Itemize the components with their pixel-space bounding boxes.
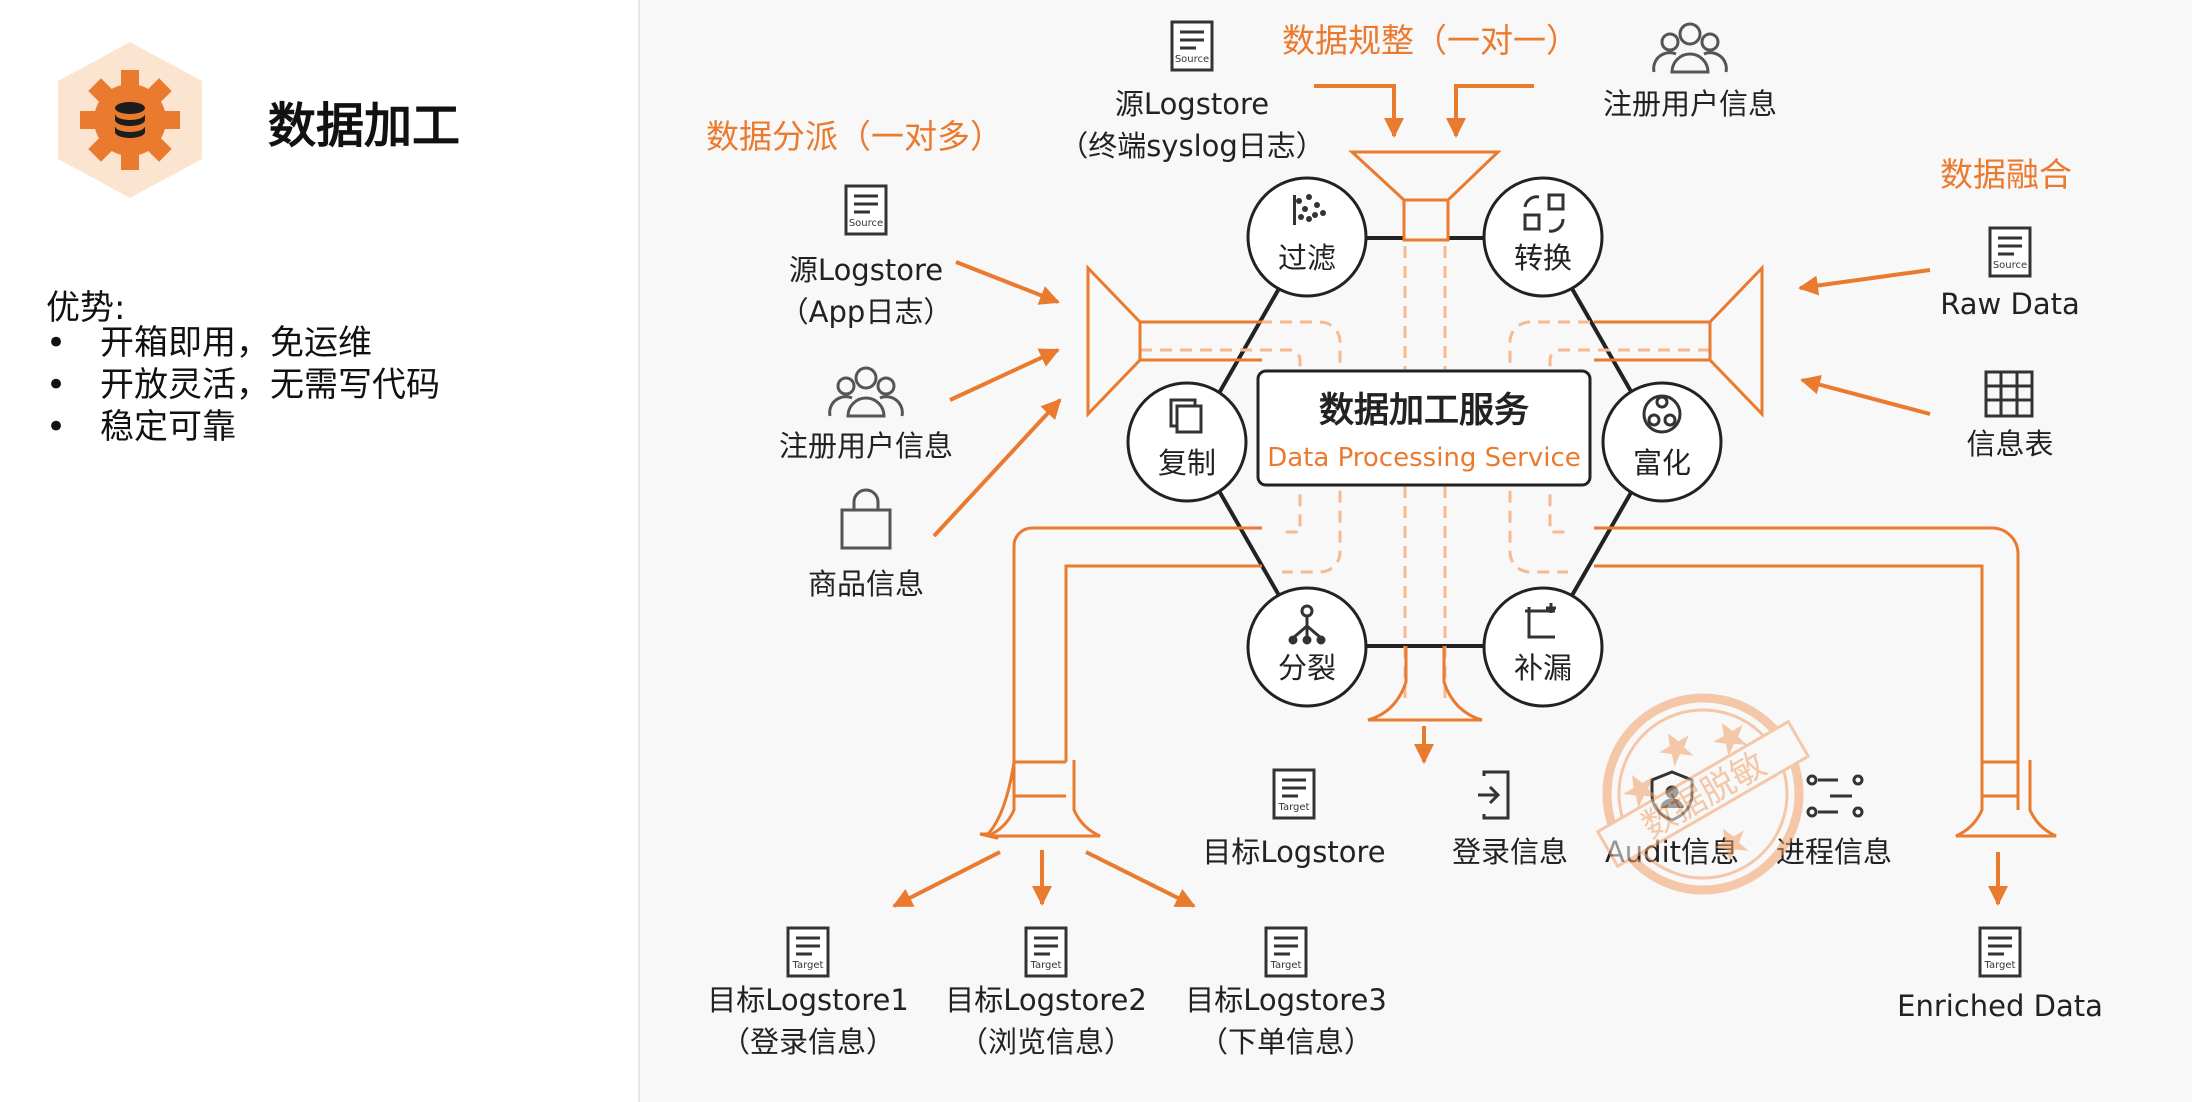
middle-target-logstore: 目标Logstore	[1202, 835, 1385, 869]
users-icon	[828, 366, 904, 418]
data-processing-logo	[58, 42, 202, 198]
target-logstore1-sub: （登录信息）	[721, 1025, 895, 1059]
left-source-goods: 商品信息	[808, 567, 924, 601]
doc-icon: Target	[1264, 926, 1308, 978]
advantages-list: •开箱即用，免运维 •开放灵活，无需写代码 •稳定可靠	[46, 322, 440, 448]
fill-icon	[1525, 603, 1556, 639]
target-logstore2-sub: （浏览信息）	[959, 1025, 1133, 1059]
op-filter-label: 过滤	[1278, 241, 1336, 275]
svg-text:Source: Source	[1993, 260, 2027, 271]
split-icon	[1288, 604, 1326, 645]
shopping-bag-icon	[840, 488, 892, 550]
svg-text:Target: Target	[1030, 960, 1062, 971]
svg-text:Target: Target	[792, 960, 824, 971]
doc-icon: Target	[1024, 926, 1068, 978]
target-logstore1: 目标Logstore1	[707, 983, 909, 1017]
middle-target-process: 进程信息	[1776, 835, 1892, 869]
section-merge: 数据融合	[1940, 155, 2072, 194]
op-filter: 过滤	[1246, 176, 1368, 298]
op-enrich: 富化	[1601, 381, 1723, 503]
svg-text:Source: Source	[849, 218, 883, 229]
section-normalize: 数据规整（一对一）	[1282, 21, 1579, 60]
top-source-users: 注册用户信息	[1603, 87, 1777, 121]
op-fill: 补漏	[1482, 586, 1604, 708]
panel-divider	[638, 0, 640, 1102]
svg-text:Target: Target	[1984, 960, 2016, 971]
left-source-logstore: 源Logstore	[789, 253, 943, 287]
target-logstore2: 目标Logstore2	[945, 983, 1147, 1017]
right-source-raw: Raw Data	[1940, 287, 2079, 321]
section-dispatch: 数据分派（一对多）	[706, 117, 1003, 156]
target-logstore3-sub: （下单信息）	[1199, 1025, 1373, 1059]
list-item: •稳定可靠	[46, 407, 236, 447]
copy-icon	[1169, 398, 1203, 434]
table-icon	[1984, 370, 2034, 418]
login-icon	[1478, 770, 1510, 820]
svg-text:Source: Source	[1175, 54, 1209, 65]
svg-text:Target: Target	[1278, 802, 1310, 813]
flow-arrows	[892, 84, 2008, 908]
stamp-watermark: 数据脱敏	[1595, 693, 1811, 895]
page-title: 数据加工	[268, 98, 461, 154]
doc-icon: Target	[1272, 768, 1316, 820]
process-icon	[1806, 774, 1864, 818]
users-icon	[1652, 22, 1728, 74]
op-enrich-label: 富化	[1633, 446, 1691, 480]
target-logstore3: 目标Logstore3	[1185, 983, 1387, 1017]
svg-text:Target: Target	[1270, 960, 1302, 971]
filter-icon	[1293, 194, 1326, 225]
middle-target-login: 登录信息	[1452, 835, 1568, 869]
doc-icon: Source	[1988, 226, 2032, 278]
left-panel: 数据加工 优势: •开箱即用，免运维 •开放灵活，无需写代码 •稳定可靠	[0, 0, 640, 1102]
center-subtitle: Data Processing Service	[1267, 443, 1581, 473]
left-source-users: 注册用户信息	[779, 429, 953, 463]
center-service-box: 数据加工服务 Data Processing Service	[1256, 369, 1592, 487]
op-fill-label: 补漏	[1514, 651, 1572, 685]
op-copy-label: 复制	[1158, 446, 1216, 480]
op-split: 分裂	[1246, 586, 1368, 708]
left-source-logstore-sub: （App日志）	[780, 295, 953, 329]
list-item: •开放灵活，无需写代码	[46, 365, 440, 405]
doc-icon: Target	[1978, 926, 2022, 978]
doc-icon: Source	[1170, 20, 1214, 72]
doc-icon: Target	[786, 926, 830, 978]
advantages-heading: 优势:	[46, 288, 126, 328]
center-title: 数据加工服务	[1319, 391, 1529, 431]
top-source-logstore: 源Logstore	[1115, 87, 1269, 121]
list-item: •开箱即用，免运维	[46, 323, 372, 363]
right-source-table: 信息表	[1966, 427, 2053, 461]
op-copy: 复制	[1126, 381, 1248, 503]
target-enriched: Enriched Data	[1897, 989, 2103, 1023]
top-source-logstore-sub: （终端syslog日志）	[1059, 129, 1325, 163]
orange-pipes	[979, 150, 2057, 840]
op-transform-label: 转换	[1514, 241, 1572, 275]
doc-icon: Source	[844, 184, 888, 236]
transform-icon	[1523, 193, 1565, 233]
enrich-icon	[1642, 394, 1682, 434]
op-transform: 转换	[1482, 176, 1604, 298]
op-split-label: 分裂	[1278, 651, 1336, 685]
